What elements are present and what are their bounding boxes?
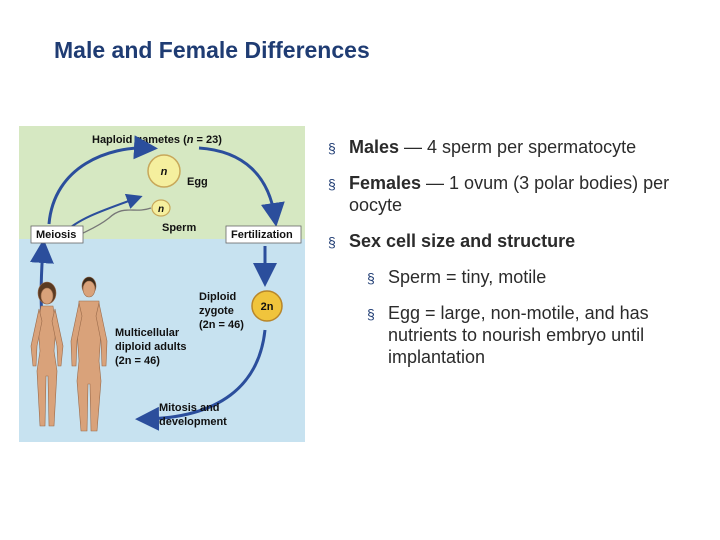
zygote-cell-label: 2n	[261, 301, 274, 313]
bullet-marker: §	[367, 270, 375, 286]
males-text: — 4 sperm per spermatocyte	[399, 137, 637, 157]
arrow-top-left	[47, 135, 158, 225]
meiosis-label: Meiosis	[36, 229, 76, 241]
sperm-tail	[80, 207, 152, 235]
bullet-list: § Males — 4 sperm per spermatocyte § Fem…	[328, 136, 713, 382]
slide-title: Male and Female Differences	[54, 37, 370, 63]
adults-label-2: diploid adults	[115, 341, 187, 353]
bullet-marker: §	[328, 176, 336, 192]
sperm-cell-icon	[151, 199, 171, 217]
females-text: — 1 ovum (3 polar bodies) per oocyte	[349, 173, 670, 215]
arrow-top-right	[198, 146, 285, 227]
female-figure-icon	[30, 281, 64, 427]
zygote-label-3: (2n = 46)	[199, 319, 244, 331]
male-figure-icon	[70, 276, 108, 432]
adults-label-3: (2n = 46)	[115, 355, 160, 367]
mitosis-label-2: development	[159, 416, 227, 428]
egg-text: Egg = large, non-motile, and has nutrien…	[388, 303, 649, 367]
zygote-label-2: zygote	[199, 305, 234, 317]
size-structure-heading: Sex cell size and structure	[349, 231, 576, 251]
sub-bullet-egg: § Egg = large, non-motile, and has nutri…	[328, 302, 713, 368]
bullet-size-structure: § Sex cell size and structure	[328, 230, 713, 252]
fertilization-label: Fertilization	[231, 229, 293, 241]
bullet-males: § Males — 4 sperm per spermatocyte	[328, 136, 713, 158]
bullet-females: § Females — 1 ovum (3 polar bodies) per …	[328, 172, 713, 216]
bullet-marker: §	[328, 140, 336, 156]
egg-label: Egg	[187, 176, 208, 188]
bullet-marker: §	[367, 306, 375, 322]
zygote-label-1: Diploid	[199, 291, 236, 303]
mitosis-label-1: Mitosis and	[159, 402, 220, 414]
sub-bullet-sperm: § Sperm = tiny, motile	[328, 266, 713, 288]
egg-cell-icon	[147, 154, 181, 188]
arrow-bottom	[135, 329, 267, 431]
sperm-text: Sperm = tiny, motile	[388, 267, 547, 287]
bullet-marker: §	[328, 234, 336, 250]
males-heading: Males	[349, 137, 400, 157]
egg-cell-label: n	[161, 166, 168, 178]
females-heading: Females	[349, 173, 422, 193]
sperm-label: Sperm	[162, 222, 196, 234]
life-cycle-figure: Haploid gametes (n = 23) n Egg n Sperm M…	[19, 126, 305, 442]
adults-label-1: Multicellular	[115, 327, 180, 339]
haploid-title: Haploid gametes (n = 23)	[92, 134, 222, 146]
zygote-cell-icon	[251, 290, 283, 322]
sperm-cell-label: n	[158, 204, 164, 215]
